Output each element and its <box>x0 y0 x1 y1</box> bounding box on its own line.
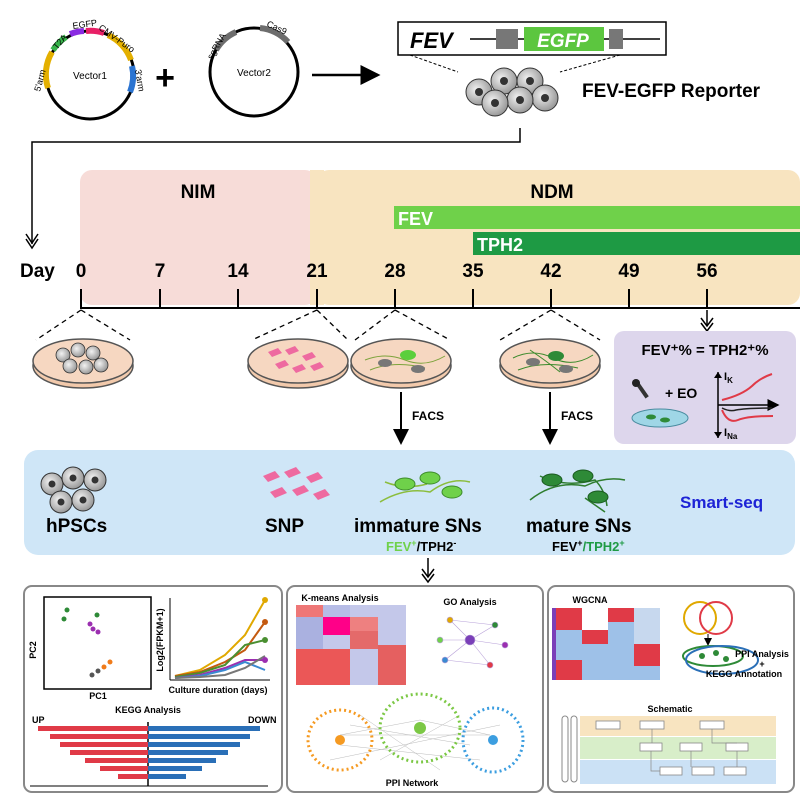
day-tick-49: 49 <box>618 261 639 282</box>
assay-equation: FEV⁺% = TPH2⁺% <box>641 342 768 359</box>
module-venn-icon <box>682 601 759 675</box>
mature-sn-label: mature SNs <box>526 516 632 537</box>
snp-label: SNP <box>265 516 304 537</box>
pca-plot <box>43 596 152 690</box>
fev-bar-label: FEV <box>398 209 433 229</box>
ppi-plus: + <box>759 659 764 669</box>
fev-expression-bar <box>394 206 800 229</box>
pca-xlabel: PC1 <box>89 691 107 701</box>
immature-sn-label: immature SNs <box>354 516 482 537</box>
segment-sgrna: sgRNA <box>205 31 228 61</box>
timeline-ticks <box>80 289 708 308</box>
segment-egfp: EGFP <box>72 18 98 31</box>
ndm-label: NDM <box>530 182 573 203</box>
dish-snp <box>247 338 349 389</box>
dish-immature <box>350 338 452 389</box>
kegg-annotation-label: KEGG Annotation <box>706 669 782 679</box>
segment-3arm: 3'arm <box>133 69 147 93</box>
assay-dish <box>631 379 689 428</box>
immature-markers: FEV+/TPH2- <box>386 538 456 554</box>
mature-sn-cells <box>529 469 626 513</box>
mature-markers: FEV+/TPH2+ <box>552 538 625 554</box>
dish-mature <box>499 338 601 389</box>
expression-line-plot <box>169 597 270 681</box>
kegg-down-label: DOWN <box>248 715 277 725</box>
vector-1-plasmid: Vector1 5'arm T2A EGFP CMV-Puro 3'arm <box>32 18 147 121</box>
vector-2-plasmid: Vector2 sgRNA Cas9 <box>205 19 300 118</box>
kegg-title: KEGG Analysis <box>115 705 181 715</box>
reporter-construct: FEV EGFP <box>397 21 667 73</box>
day-label: Day <box>20 261 55 282</box>
immature-sn-cells <box>379 471 471 503</box>
day-tick-0: 0 <box>76 261 87 282</box>
plus-sign: + <box>155 59 175 97</box>
day-tick-21: 21 <box>306 261 328 282</box>
assay-treatment: + EO <box>665 385 697 401</box>
connector-to-timeline <box>31 128 521 244</box>
go-title: GO Analysis <box>443 597 496 607</box>
kegg-up-label: UP <box>32 715 45 725</box>
current-ina-label: INa <box>724 427 738 441</box>
vector-1-label: Vector1 <box>73 71 107 82</box>
snp-cells <box>263 467 330 500</box>
go-network <box>436 616 509 669</box>
segment-t2a: T2A <box>51 32 69 51</box>
wgcna-heatmap <box>552 608 660 680</box>
facs-label-1: FACS <box>412 409 444 423</box>
reporter-cell-cluster <box>465 67 559 117</box>
ppi-network-title: PPI Network <box>386 778 440 788</box>
day-tick-42: 42 <box>540 261 561 282</box>
day-tick-56: 56 <box>696 261 717 282</box>
current-ik-label: IK <box>724 371 733 385</box>
population-panel <box>24 450 795 555</box>
reporter-title: FEV-EGFP Reporter <box>582 81 761 102</box>
current-trace-plot <box>714 372 780 438</box>
day-tick-35: 35 <box>462 261 484 282</box>
reporter-gene-name: FEV <box>410 28 455 53</box>
facs-label-2: FACS <box>561 409 593 423</box>
kmeans-heatmap <box>296 605 406 685</box>
smart-seq-label: Smart-seq <box>680 493 763 512</box>
ppi-network <box>306 692 525 774</box>
schematic-title: Schematic <box>647 704 692 714</box>
line-ylabel: Log2(FPKM+1) <box>155 608 165 671</box>
day-tick-14: 14 <box>227 261 249 282</box>
wgcna-title: WGCNA <box>573 595 608 605</box>
day-tick-7: 7 <box>155 261 166 282</box>
kegg-bar-chart <box>30 722 268 787</box>
segment-cmv-puro: CMV-Puro <box>97 22 137 54</box>
pca-ylabel: PC2 <box>28 641 38 659</box>
dish-hpsc <box>32 338 134 389</box>
tph2-bar-label: TPH2 <box>477 235 523 255</box>
arrow-to-analysis <box>421 568 435 584</box>
nim-label: NIM <box>181 182 216 203</box>
nim-phase-box <box>80 170 317 305</box>
zoom-lines <box>35 309 601 341</box>
tph2-expression-bar <box>473 232 800 255</box>
ppi-analysis-label: PPI Analysis <box>735 649 789 659</box>
schematic-diagram <box>561 715 776 784</box>
day-tick-28: 28 <box>384 261 405 282</box>
hpsc-cells <box>40 466 107 514</box>
line-xlabel: Culture duration (days) <box>168 685 267 695</box>
hpsc-label: hPSCs <box>46 516 107 537</box>
kmeans-title: K-means Analysis <box>301 593 378 603</box>
vector-2-label: Vector2 <box>237 68 271 79</box>
reporter-tag-name: EGFP <box>537 31 589 52</box>
